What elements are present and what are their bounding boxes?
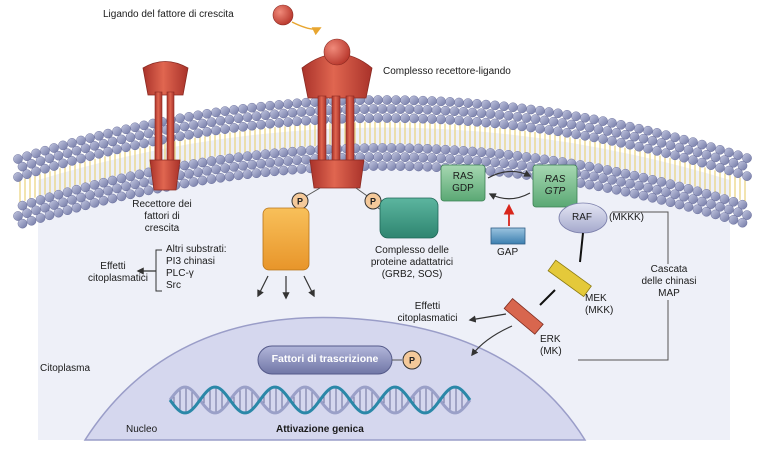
erk-bar: [503, 297, 544, 335]
cascade-label: Cascata delle chinasi MAP: [636, 264, 702, 300]
svg-text:P: P: [297, 197, 303, 207]
ras-gtp-label: RAS GTP: [544, 174, 566, 197]
svg-text:P: P: [409, 356, 415, 366]
receptor-label: Recettore dei fattori di crescita: [132, 199, 192, 234]
substrate-block: [262, 207, 310, 271]
adapter-complex: [379, 197, 439, 239]
ras-gtp-box: [532, 164, 578, 208]
phosphate-left: P: [291, 192, 309, 210]
dna-helix: [168, 385, 472, 415]
ras-gdp-box: [440, 164, 486, 202]
ras-gdp-label: RAS GDP: [452, 171, 474, 194]
receptor-ligand-complex: [301, 38, 373, 189]
raf-label: RAF: [572, 212, 592, 223]
phosphate-tf: P: [402, 350, 422, 370]
erk-label: ERK (MK): [540, 334, 562, 357]
gap-label: GAP: [497, 247, 519, 258]
ligand-arrow: [291, 21, 322, 36]
ligand-ball: [272, 4, 294, 26]
substrates-label: Altri substrati: PI3 chinasi PLC-γ Src: [166, 244, 227, 291]
mkkk-label: (MKKK): [609, 212, 644, 223]
mek-label: MEK (MKK): [585, 293, 614, 316]
nucleus-label: Nucleo: [126, 424, 158, 435]
complex-label: Complesso recettore-ligando: [383, 66, 511, 77]
ligand-label: Ligando del fattore di crescita: [103, 9, 234, 20]
gene-activation-label: Attivazione genica: [276, 424, 364, 435]
gap-box: [490, 227, 526, 245]
cyto-effects-left-label: Effetti citoplasmatici: [88, 261, 149, 284]
mek-bar: [547, 259, 592, 298]
adapter-label: Complesso delle proteine adattatrici (GR…: [370, 245, 454, 280]
cytoplasm-label: Citoplasma: [40, 363, 91, 374]
cyto-effects-mid-label: Effetti citoplasmatici: [397, 301, 458, 324]
phosphate-right: P: [364, 192, 382, 210]
transcription-label: Fattori di trascrizione: [271, 353, 379, 365]
growth-factor-receptor: [142, 61, 189, 191]
svg-text:P: P: [370, 197, 376, 207]
